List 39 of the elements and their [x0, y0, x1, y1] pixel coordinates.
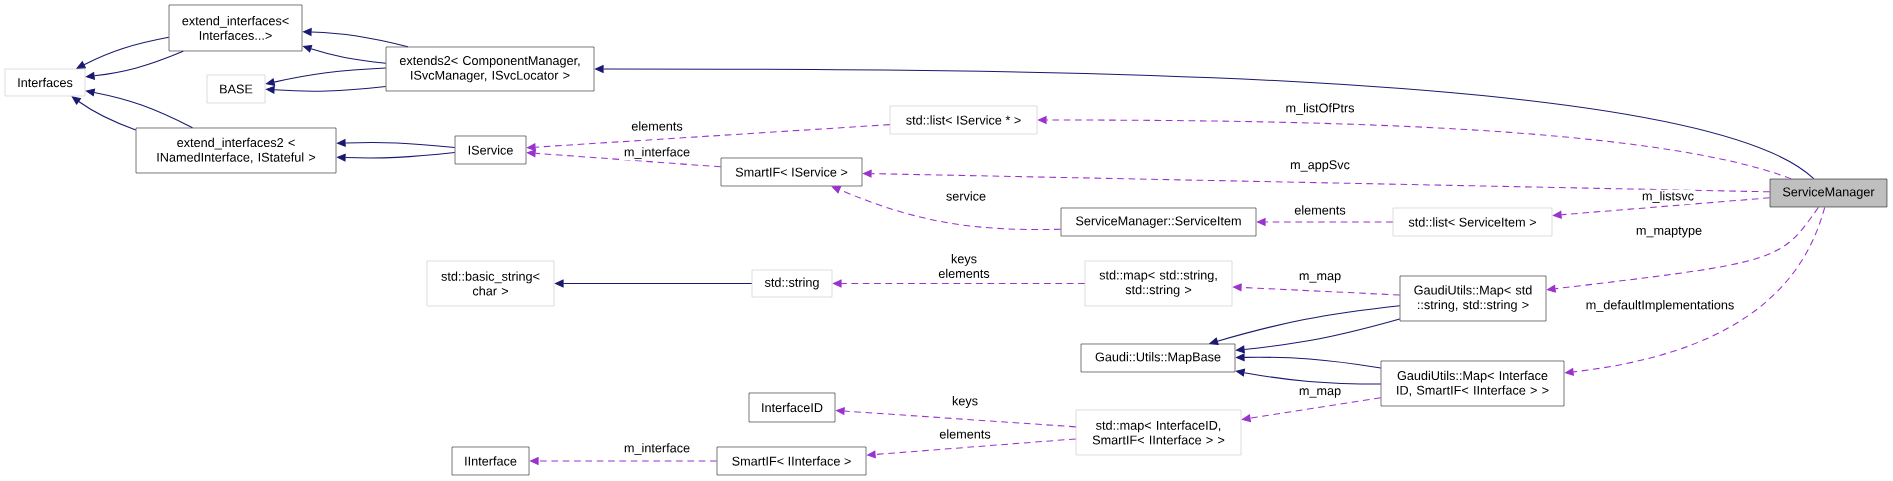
class-box: Interfaces [4, 68, 86, 97]
edge-label: m_map [1297, 271, 1343, 285]
arrow [831, 186, 1062, 231]
edge-label: elements [938, 428, 993, 440]
edge-label: elements [1292, 204, 1348, 216]
class-box: SmartIF< IInterface > [716, 446, 867, 476]
class-box: IService [454, 135, 527, 165]
class-box: InterfaceID [748, 392, 836, 423]
edge-label: m_listsvc [1640, 189, 1696, 205]
edge-label: m_defaultImplementations [1584, 298, 1736, 314]
edge-label: elements [630, 120, 685, 132]
edge-label: keys elements [936, 252, 992, 280]
class-box: GaudiUtils::Map< std ::string, std::string > [1399, 275, 1547, 322]
class-box: ServiceManager [1769, 178, 1888, 208]
class-box: std::map< InterfaceID, SmartIF< IInterface > > [1075, 409, 1242, 456]
class-box: std::string [751, 269, 833, 298]
edge-label: m_appSvc [1288, 158, 1352, 174]
class-box: std::basic_string< char > [426, 260, 555, 307]
class-box: std::list< IService * > [889, 105, 1038, 135]
edge-label: keys [950, 394, 980, 410]
class-box: IInterface [451, 446, 530, 476]
arrow [71, 96, 137, 131]
class-box: Gaudi::Utils::MapBase [1080, 343, 1236, 373]
edge-label: m_map [1297, 386, 1343, 400]
arrow [76, 36, 170, 69]
class-box: GaudiUtils::Map< Interface ID, SmartIF< IInterface > > [1380, 360, 1565, 407]
class-box: extends2< ComponentManager, ISvcManager, ISvcLocator > [385, 46, 595, 92]
class-box: BASE [206, 74, 266, 104]
edge-label: m_interface [622, 441, 692, 457]
edge-label: m_listOfPtrs [1284, 101, 1356, 117]
class-box: ServiceManager::ServiceItem [1060, 207, 1257, 237]
edge-label: m_maptype [1634, 225, 1704, 239]
class-box: extend_interfaces< Interfaces...> [168, 4, 303, 52]
class-box: std::map< std::string, std::string > [1084, 260, 1233, 307]
edge-label: service [944, 190, 988, 202]
class-box: std::list< ServiceItem > [1392, 207, 1553, 237]
edge-label: m_interface [622, 145, 692, 161]
class-box: extend_interfaces2 < INamedInterface, IStateful > [135, 127, 337, 174]
class-box: SmartIF< IService > [720, 157, 863, 187]
